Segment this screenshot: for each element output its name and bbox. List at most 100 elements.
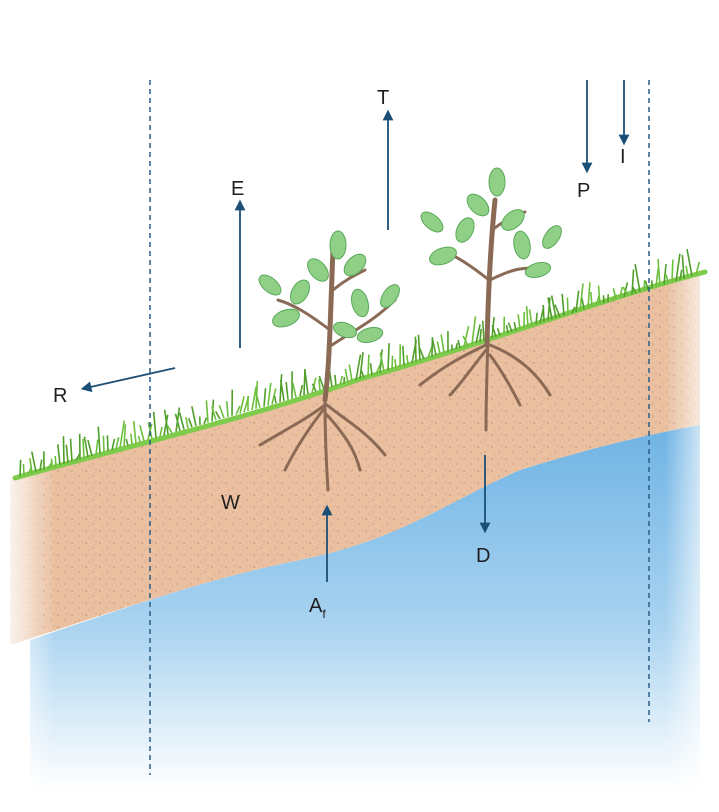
grass-blade <box>436 341 441 355</box>
grass-blade <box>612 287 617 300</box>
grass-blade <box>115 436 120 450</box>
grass-blades <box>19 248 701 477</box>
grass-blade <box>95 439 99 455</box>
grass-blade <box>655 268 659 288</box>
grass-blade <box>292 382 297 398</box>
grass-blade <box>686 248 693 277</box>
grass-blade <box>267 382 272 406</box>
grass-blade <box>414 336 417 362</box>
label-I: I <box>620 146 626 168</box>
grass-blade <box>571 306 576 314</box>
grass-blade <box>471 316 477 345</box>
grass-blade <box>211 406 217 421</box>
grass-blade <box>235 405 241 415</box>
grass-blade <box>318 375 325 390</box>
grass-blade <box>191 406 197 427</box>
grass-blade <box>119 420 126 448</box>
grass-blade <box>657 259 661 287</box>
grass-blade <box>279 379 285 401</box>
grass-blade <box>405 354 409 365</box>
grass-blade <box>379 349 383 373</box>
grass-blade <box>457 339 461 349</box>
grass-blade <box>496 328 501 336</box>
grass-blade <box>681 254 685 279</box>
right-fade <box>665 260 719 812</box>
grass-blade <box>39 459 43 471</box>
runoff-arrow <box>80 367 176 393</box>
grass-blade <box>622 286 629 297</box>
grass-blade <box>391 355 394 370</box>
grass-blade <box>547 297 551 321</box>
grass-blade <box>83 436 89 458</box>
grass-blade <box>344 368 349 383</box>
grass-blade <box>418 347 425 360</box>
grass-blade <box>632 286 637 294</box>
grass-blade <box>106 435 109 452</box>
grass-blade <box>479 328 482 342</box>
grass-blade <box>29 457 33 474</box>
grass-blade <box>475 324 481 344</box>
label-A: A <box>309 595 323 617</box>
grass-blade <box>279 374 283 403</box>
grass-blade <box>587 282 591 309</box>
grass-blade <box>379 352 385 372</box>
grass-blade <box>254 391 261 408</box>
grass-blade <box>611 294 618 302</box>
grass-blade <box>82 438 85 459</box>
grass-blade <box>597 285 601 305</box>
grass-blade <box>561 293 565 316</box>
grass-blade <box>491 325 497 338</box>
grass-blade <box>462 335 469 346</box>
grass-blade <box>87 439 93 457</box>
grass-blade <box>581 298 585 310</box>
grass-blade <box>623 282 629 298</box>
grass-blade <box>590 291 593 308</box>
grass-blade <box>387 343 390 371</box>
grass-blade <box>271 388 277 405</box>
label-E: E <box>231 178 245 200</box>
grass-blade <box>22 464 25 476</box>
grass-blade <box>440 334 445 354</box>
grass-blade <box>505 324 509 334</box>
grass-blade <box>263 388 267 407</box>
grass-blade <box>225 401 229 417</box>
label-W: W <box>221 492 240 514</box>
grass-blade <box>159 426 163 437</box>
grass-blade <box>634 264 641 293</box>
grass-blade <box>318 378 321 391</box>
grass-blade <box>375 364 381 375</box>
grass-blade <box>239 396 245 414</box>
grass-blade <box>547 297 553 320</box>
grass-blade <box>152 411 157 438</box>
left-fade <box>0 430 55 810</box>
grass-blade <box>339 375 344 385</box>
grass-blade <box>528 309 533 326</box>
grass-blade <box>579 283 584 311</box>
grass-blade <box>65 444 69 463</box>
grass-blade <box>166 424 173 434</box>
grass-blade <box>163 414 169 436</box>
grass-blade <box>69 438 73 462</box>
grass-blade <box>30 451 37 473</box>
grass-blade <box>685 265 689 278</box>
grass-blade <box>455 342 458 350</box>
grass-blade <box>417 334 421 361</box>
grass-blade <box>125 438 129 446</box>
grass-blade <box>431 339 437 356</box>
grass-blade <box>463 325 470 347</box>
grass-blade <box>602 295 605 304</box>
grass-blade <box>619 286 624 299</box>
grass-blade <box>367 354 370 377</box>
grass-blade <box>554 304 561 318</box>
grass-blade <box>402 345 405 366</box>
plant-icon <box>418 167 562 432</box>
grass-blade <box>130 433 133 445</box>
grass-blade <box>359 352 364 380</box>
grass-blade <box>348 364 353 382</box>
grass-blade <box>507 322 513 333</box>
grass-blade <box>185 417 189 429</box>
grass-blade <box>251 386 257 411</box>
grass-blade <box>111 438 116 451</box>
label-A-f: Af <box>309 595 326 620</box>
